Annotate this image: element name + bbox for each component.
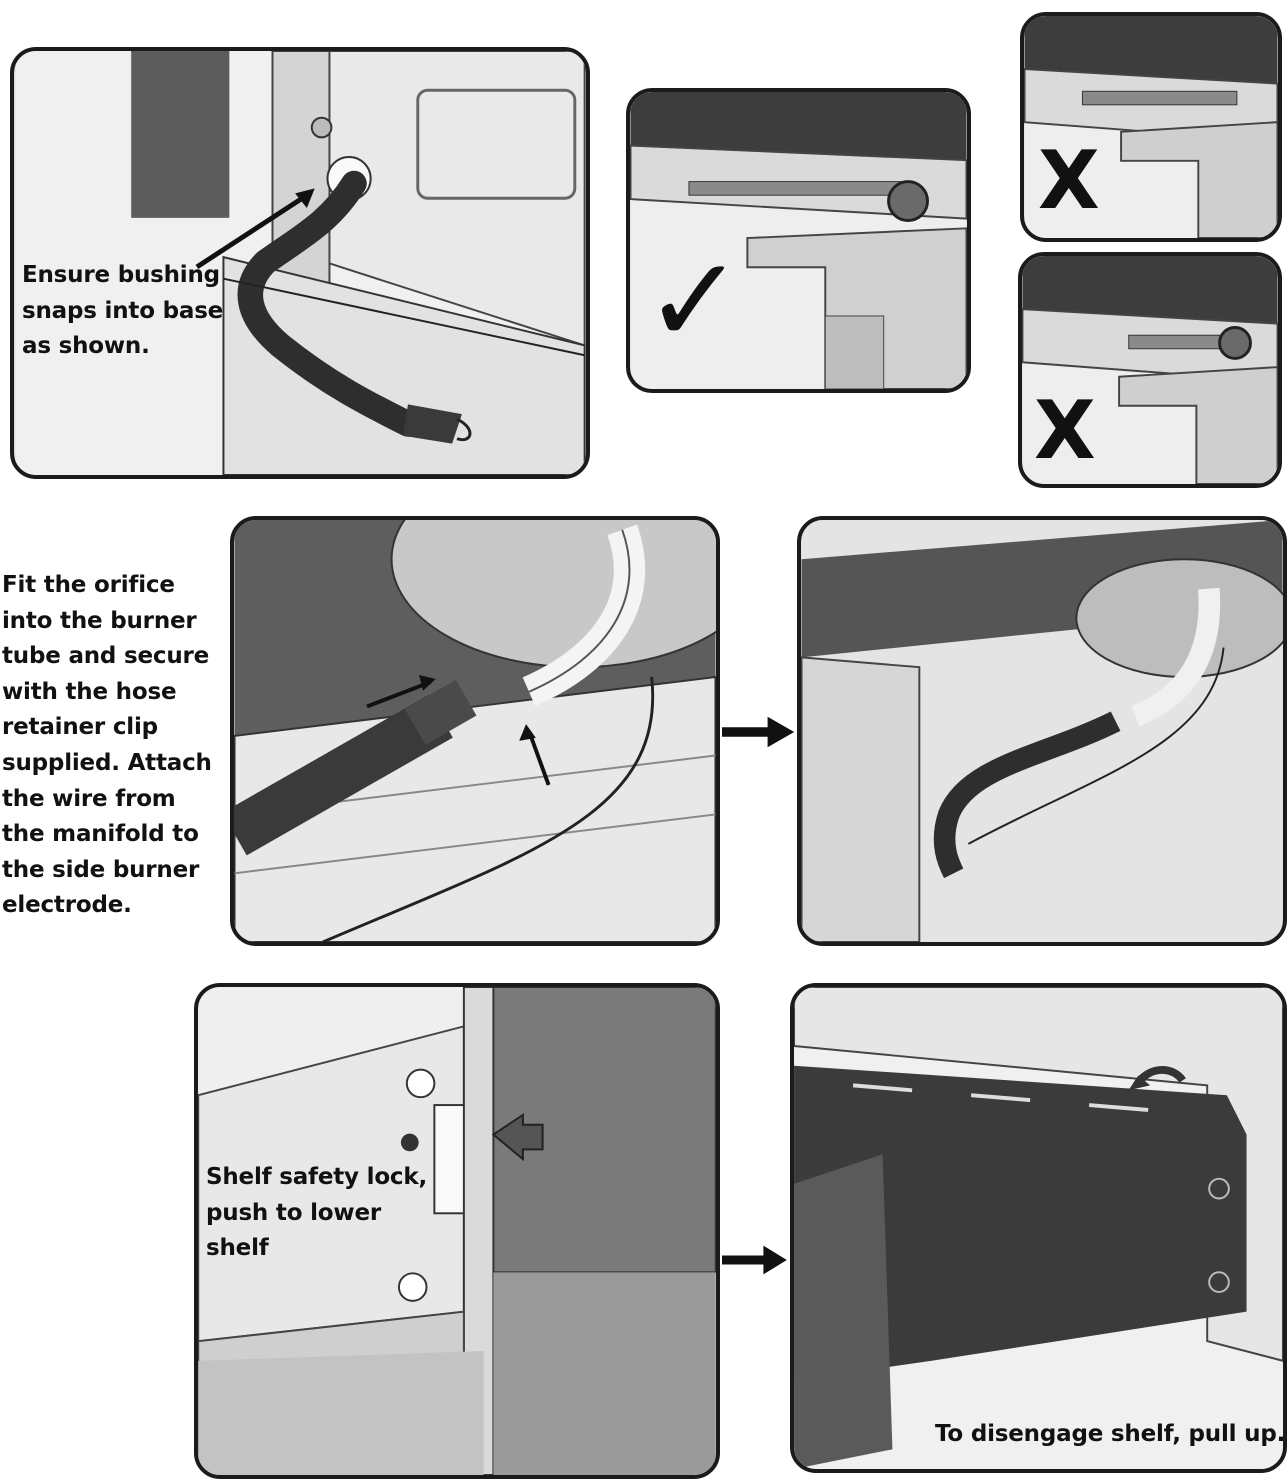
orifice-installed-illustration xyxy=(801,520,1283,942)
caption-bushing: Ensure bushing snaps into base as shown. xyxy=(22,262,224,360)
bushing-illustration xyxy=(15,51,586,475)
disengage-illustration xyxy=(794,987,1283,1469)
panel-correct: ✓ xyxy=(626,88,971,393)
caption-disengage: To disengage shelf, pull up. xyxy=(935,1421,1286,1447)
x-mark-icon: X xyxy=(1038,134,1100,227)
x-mark-icon: X xyxy=(1034,384,1096,477)
panel-disengage xyxy=(790,983,1287,1473)
incorrect-2-illustration xyxy=(1022,256,1278,484)
panel-incorrect-1: X xyxy=(1020,12,1282,242)
panel-incorrect-2: X xyxy=(1018,252,1282,488)
arrow-right-icon xyxy=(722,1245,787,1275)
shelf-lock-illustration xyxy=(198,987,716,1475)
panel-orifice xyxy=(230,516,720,946)
correct-illustration xyxy=(630,92,967,389)
arrow-right-icon xyxy=(722,716,795,748)
orifice-illustration xyxy=(234,520,716,942)
panel-shelf-lock xyxy=(194,983,720,1479)
incorrect-1-illustration xyxy=(1024,16,1278,238)
check-mark-icon: ✓ xyxy=(644,232,745,371)
caption-orifice: Fit the orifice into the burner tube and… xyxy=(2,572,212,919)
panel-orifice-installed xyxy=(797,516,1287,946)
panel-bushing xyxy=(10,47,590,479)
caption-shelf-lock: Shelf safety lock, push to lower shelf xyxy=(206,1164,427,1262)
